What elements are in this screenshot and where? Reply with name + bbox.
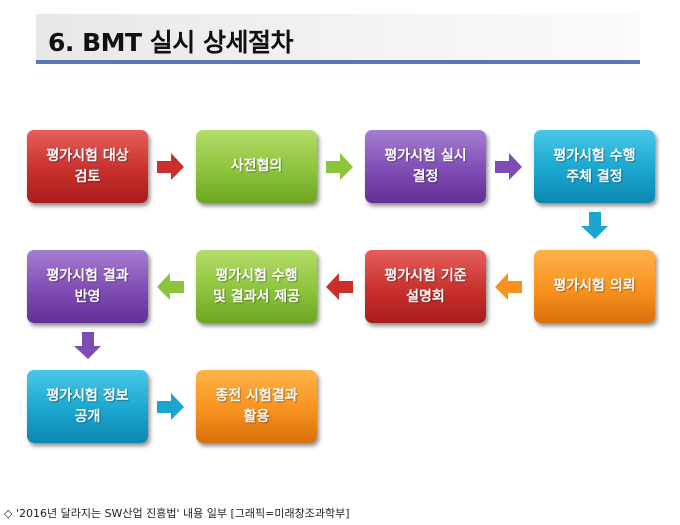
step-1-box: 평가시험 대상 검토: [27, 130, 148, 203]
down-arrow-icon: [581, 212, 608, 239]
step-10-label: 종전 시험결과 활용: [215, 387, 298, 425]
step-5-label: 평가시험 의뢰: [553, 278, 636, 294]
step-7-label: 평가시험 수행 및 결과서 제공: [212, 267, 301, 305]
step-4-label: 평가시험 수행 주체 결정: [553, 147, 636, 185]
step-6-box: 평가시험 기준 설명회: [365, 250, 486, 323]
right-arrow-icon: [157, 393, 184, 420]
step-9-box: 평가시험 정보 공개: [27, 370, 148, 443]
step-3-label: 평가시험 실시 결정: [384, 147, 467, 185]
step-8-label: 평가시험 결과 반영: [46, 267, 129, 305]
step-3-box: 평가시험 실시 결정: [365, 130, 486, 203]
step-2-box: 사전협의: [196, 130, 317, 203]
step-9-label: 평가시험 정보 공개: [46, 387, 129, 425]
step-6-label: 평가시험 기준 설명회: [384, 267, 467, 305]
image-caption: ◇ '2016년 달라지는 SW산업 진흥법' 내용 일부 [그래픽=미래창조과…: [4, 507, 350, 520]
left-arrow-icon: [157, 273, 184, 300]
right-arrow-icon: [326, 153, 353, 180]
title-bar: 6. BMT 실시 상세절차: [36, 14, 640, 64]
right-arrow-icon: [157, 153, 184, 180]
step-8-box: 평가시험 결과 반영: [27, 250, 148, 323]
left-arrow-icon: [326, 273, 353, 300]
step-10-box: 종전 시험결과 활용: [196, 370, 317, 443]
step-1-label: 평가시험 대상 검토: [46, 147, 129, 185]
step-5-box: 평가시험 의뢰: [534, 250, 655, 323]
left-arrow-icon: [495, 273, 522, 300]
step-7-box: 평가시험 수행 및 결과서 제공: [196, 250, 317, 323]
down-arrow-icon: [74, 332, 101, 359]
right-arrow-icon: [495, 153, 522, 180]
step-4-box: 평가시험 수행 주체 결정: [534, 130, 655, 203]
step-2-label: 사전협의: [230, 158, 283, 174]
page-title: 6. BMT 실시 상세절차: [48, 28, 294, 57]
